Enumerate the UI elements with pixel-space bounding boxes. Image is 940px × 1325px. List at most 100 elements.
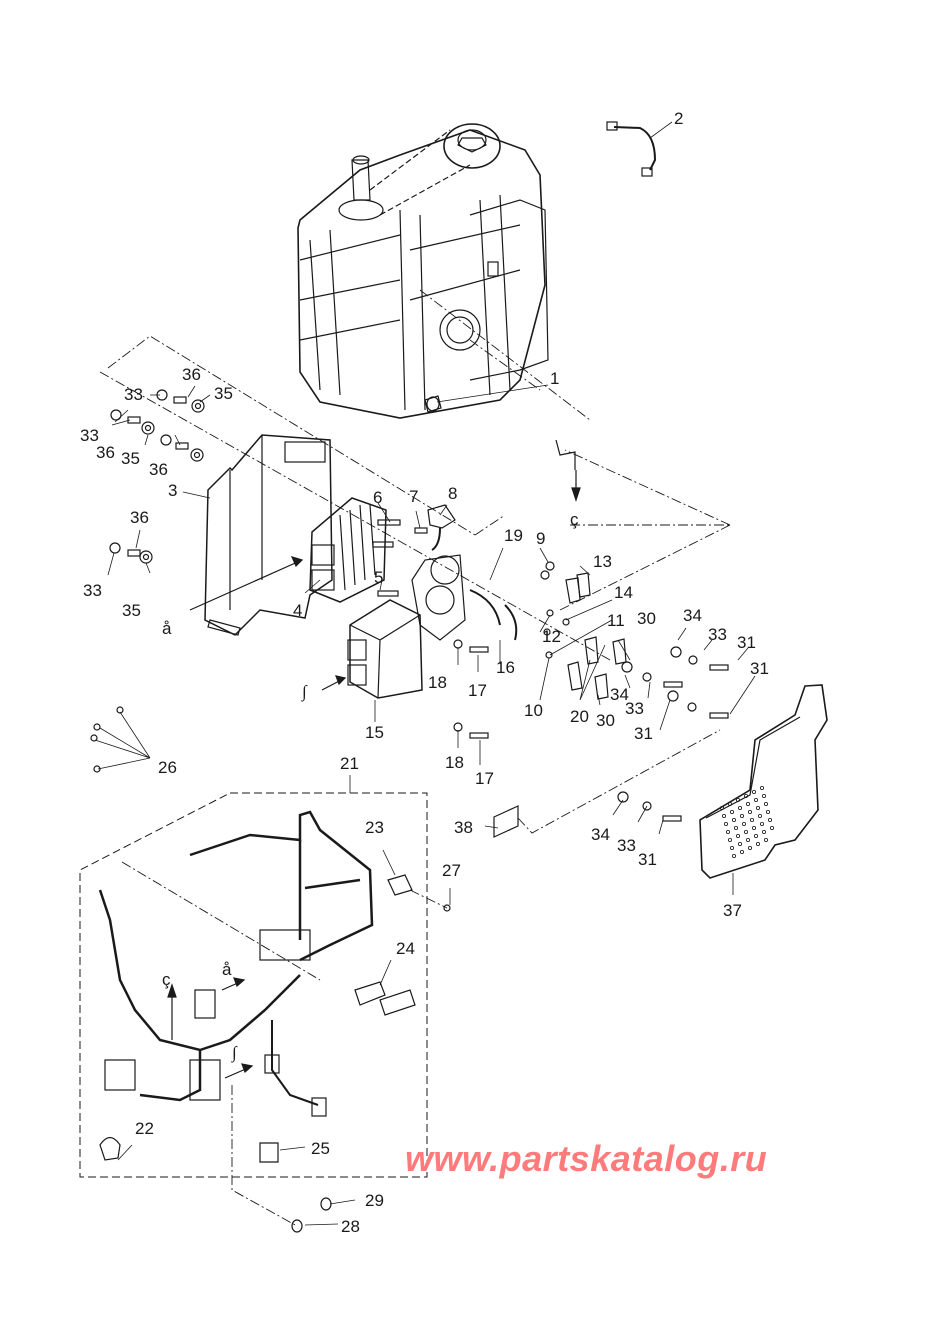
vent-hole [730, 810, 735, 815]
callout-labels: 1 2 3 4 5 6 7 8 9 10 11 12 13 14 15 16 1… [80, 109, 769, 1236]
hardware-washers [109, 389, 729, 822]
part-37-vent-holes [720, 786, 775, 859]
vent-hole [762, 794, 767, 799]
part-28-clip [291, 1219, 303, 1233]
vent-hole [738, 842, 743, 847]
callout-37: 37 [723, 901, 742, 920]
callout-10: 10 [524, 701, 543, 720]
vent-hole [730, 846, 735, 851]
vent-hole [740, 850, 745, 855]
vent-hole [752, 826, 757, 831]
callout-36a: 36 [182, 365, 201, 384]
part-27-screw [443, 904, 451, 912]
vent-hole [740, 814, 745, 819]
vent-hole [756, 806, 761, 811]
vent-hole [754, 798, 759, 803]
vent-hole [764, 838, 769, 843]
callout-4: 4 [293, 601, 302, 620]
vent-hole [732, 818, 737, 823]
callout-14: 14 [614, 583, 633, 602]
callout-30b: 30 [596, 711, 615, 730]
vent-hole [732, 854, 737, 859]
callout-8: 8 [448, 484, 457, 503]
leader-dashed [559, 449, 731, 611]
part-37-cover [699, 684, 828, 879]
part-23-relay [387, 874, 413, 896]
part-29-clip [320, 1197, 332, 1211]
callout-24: 24 [396, 939, 415, 958]
callout-17a: 17 [468, 681, 487, 700]
part-21-box [79, 792, 428, 1178]
callout-33d: 33 [708, 625, 727, 644]
callout-1: 1 [550, 369, 559, 388]
vent-hole [746, 802, 751, 807]
callout-27: 27 [442, 861, 461, 880]
callout-5: 5 [374, 568, 383, 587]
callout-11: 11 [607, 611, 625, 630]
callout-2: 2 [674, 109, 683, 128]
reference-arrows [167, 439, 581, 1079]
vent-hole [728, 838, 733, 843]
part-24-fuses [354, 981, 416, 1016]
callout-15: 15 [365, 723, 384, 742]
callout-6: 6 [373, 488, 382, 507]
vent-hole [720, 806, 725, 811]
callout-18b: 18 [445, 753, 464, 772]
vent-hole [768, 818, 773, 823]
callout-17b: 17 [475, 769, 494, 788]
callout-34c: 34 [591, 825, 610, 844]
callout-35c: 35 [122, 601, 141, 620]
vent-hole [738, 806, 743, 811]
vent-hole [756, 842, 761, 847]
ref-mark-c-2: ç [162, 970, 171, 989]
callout-16: 16 [496, 658, 515, 677]
vent-hole [760, 786, 765, 791]
callout-28: 28 [341, 1217, 360, 1236]
assembly-boundary-upper [99, 335, 611, 661]
vent-hole [766, 810, 771, 815]
callout-13: 13 [593, 552, 612, 571]
leader-dashed [419, 289, 591, 421]
vent-hole [736, 834, 741, 839]
callout-19: 19 [504, 526, 523, 545]
part-25-fuse [259, 1142, 279, 1163]
callout-12: 12 [542, 627, 561, 646]
vent-hole [744, 830, 749, 835]
callout-31a: 31 [737, 633, 756, 652]
callout-33b: 33 [80, 426, 99, 445]
callout-leaders [94, 121, 756, 1226]
part-22-cap [99, 1136, 121, 1161]
callout-31c: 31 [634, 724, 653, 743]
vent-hole [748, 810, 753, 815]
callout-30a: 30 [637, 609, 656, 628]
callout-18a: 18 [428, 673, 447, 692]
callout-33e: 33 [625, 699, 644, 718]
part-4-module [309, 497, 387, 603]
vent-hole [758, 814, 763, 819]
callout-35b: 35 [121, 449, 140, 468]
vent-hole [750, 818, 755, 823]
callout-34b: 34 [610, 685, 629, 704]
vent-hole [764, 802, 769, 807]
leader-dashed [121, 861, 448, 981]
part-15-ecu [347, 599, 423, 699]
vent-hole [736, 798, 741, 803]
vent-hole [742, 822, 747, 827]
ref-mark-j-2: ∫ [231, 1043, 238, 1063]
vent-hole [770, 826, 775, 831]
vent-hole [760, 822, 765, 827]
callout-9: 9 [536, 529, 545, 548]
engine-block [297, 123, 549, 419]
part-38-label [493, 805, 519, 838]
leader-dashed [231, 1085, 298, 1227]
vent-hole [762, 830, 767, 835]
part-1-sensor [424, 395, 442, 413]
callout-3: 3 [168, 481, 177, 500]
callout-36d: 36 [130, 508, 149, 527]
callout-34a: 34 [683, 606, 702, 625]
watermark: www.partskatalog.ru [405, 1138, 768, 1179]
leader-dashed [517, 729, 721, 834]
part-3-bracket [204, 434, 333, 636]
callout-31d: 31 [638, 850, 657, 869]
